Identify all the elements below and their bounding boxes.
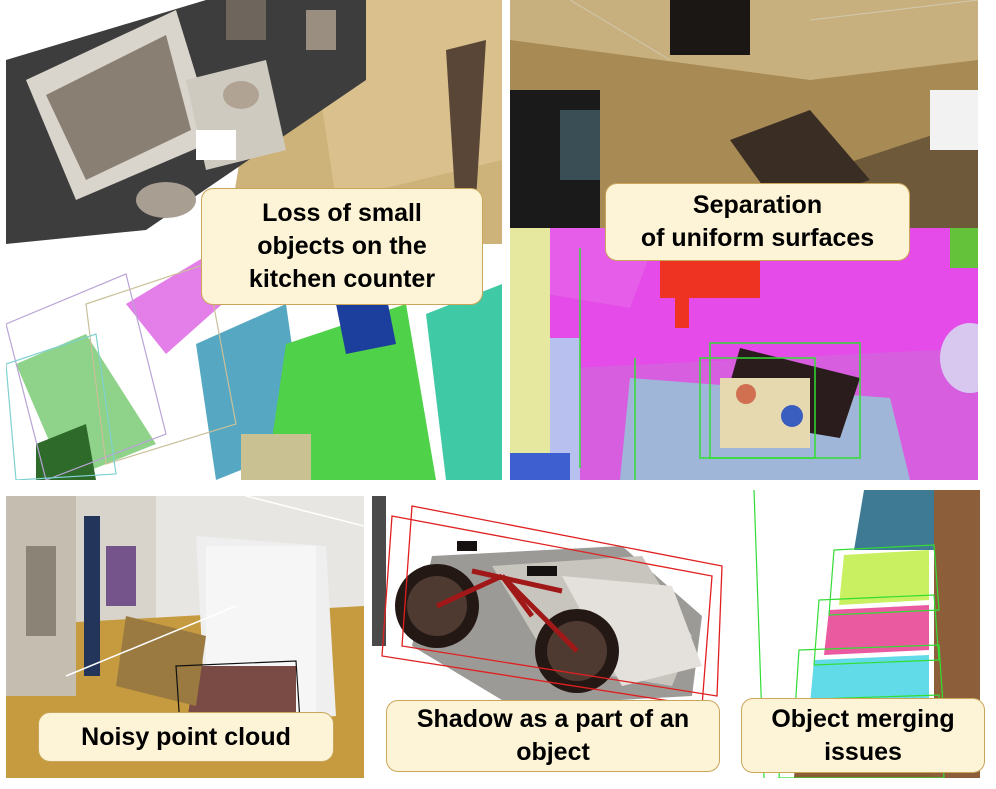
bicycle-shadow-panel xyxy=(372,496,734,778)
caption-uniform-surfaces: Separation of uniform surfaces xyxy=(605,183,910,261)
kitchen-counter-rgb-panel xyxy=(6,0,502,244)
caption-noisy-point-cloud: Noisy point cloud xyxy=(38,712,334,762)
caption-object-merging: Object merging issues xyxy=(741,698,985,773)
caption-shadow: Shadow as a part of an object xyxy=(386,700,720,772)
uniform-surfaces-segmentation-panel xyxy=(510,228,978,480)
caption-small-objects: Loss of small objects on the kitchen cou… xyxy=(201,188,483,305)
